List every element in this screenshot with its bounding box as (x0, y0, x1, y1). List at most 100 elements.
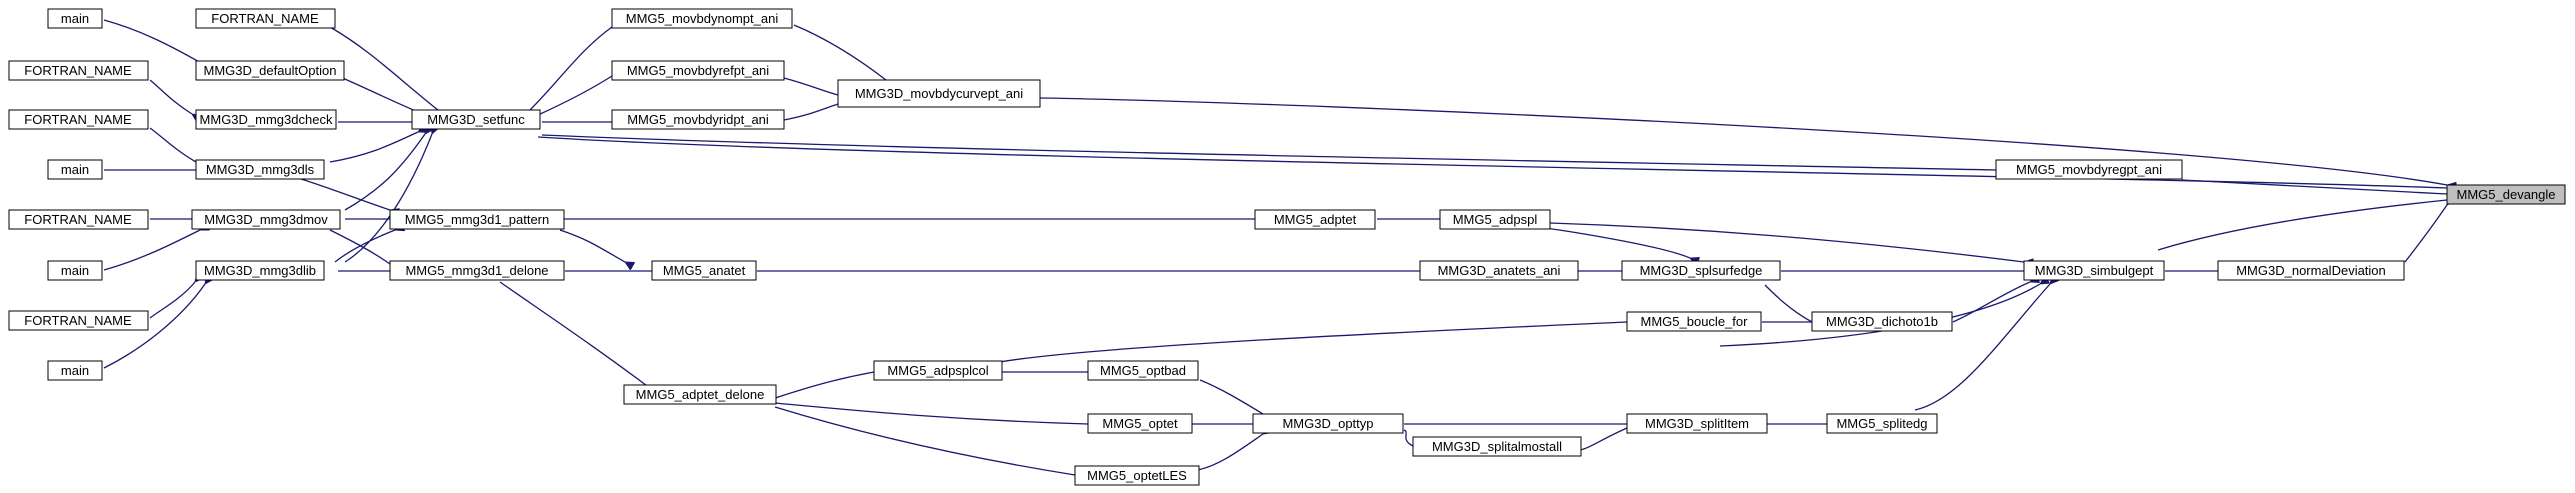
node-splitedg[interactable]: MMG5_splitedg (1826, 413, 1938, 434)
node-main-a[interactable]: main (47, 8, 103, 29)
node-adpspl[interactable]: MMG5_adpspl (1439, 209, 1551, 230)
node-mmg3dls[interactable]: MMG3D_mmg3dls (195, 159, 325, 180)
edge-optbad-opttyp (1199, 379, 1263, 414)
node-dichoto1b[interactable]: MMG3D_dichoto1b (1811, 311, 1953, 332)
svg-text:MMG3D_mmg3dmov: MMG3D_mmg3dmov (204, 212, 328, 227)
node-fortran-b[interactable]: FORTRAN_NAME (8, 60, 149, 81)
node-optetles[interactable]: MMG5_optetLES (1074, 465, 1200, 486)
node-optet[interactable]: MMG5_optet (1087, 413, 1193, 434)
node-fortran-c[interactable]: FORTRAN_NAME (8, 109, 149, 130)
svg-text:MMG3D_splitItem: MMG3D_splitItem (1645, 416, 1749, 431)
node-adptet-delone[interactable]: MMG5_adptet_delone (623, 384, 777, 405)
edge-mmg3dlib-pattern (334, 230, 395, 263)
edge-mmg3dlib-fortran-e (149, 282, 195, 319)
svg-text:main: main (61, 162, 89, 177)
edge-splitalmostall-splititem (1579, 428, 1627, 451)
edge-setfunc-mmg3dls (329, 132, 418, 163)
node-adpsplcol[interactable]: MMG5_adpsplcol (873, 360, 1003, 381)
node-main-c[interactable]: main (47, 260, 103, 281)
edge-movbdyregpt-setfunc (541, 134, 1996, 170)
node-simbulgept[interactable]: MMG3D_simbulgept (2023, 260, 2165, 281)
edge-mmg3dmov-main-c (103, 230, 200, 271)
svg-text:MMG5_movbdynompt_ani: MMG5_movbdynompt_ani (626, 11, 779, 26)
node-splitalmostall[interactable]: MMG3D_splitalmostall (1412, 436, 1582, 457)
node-adptet[interactable]: MMG5_adptet (1254, 209, 1376, 230)
node-setfunc[interactable]: MMG3D_setfunc (411, 109, 541, 130)
edge-normaldev-devangle (2404, 205, 2447, 263)
edge-movbdycurvept-movbdynompt (793, 24, 886, 80)
svg-text:MMG3D_mmg3dcheck: MMG3D_mmg3dcheck (200, 112, 333, 127)
edge-adptetdelone-optetles (774, 406, 1075, 475)
node-movbdyrefpt[interactable]: MMG5_movbdyrefpt_ani (611, 60, 785, 81)
svg-text:FORTRAN_NAME: FORTRAN_NAME (24, 112, 132, 127)
svg-text:MMG5_movbdyrefpt_ani: MMG5_movbdyrefpt_ani (627, 63, 769, 78)
svg-text:MMG3D_splitalmostall: MMG3D_splitalmostall (1432, 439, 1562, 454)
svg-text:FORTRAN_NAME: FORTRAN_NAME (24, 313, 132, 328)
edge-movbdycurvept-devangle (1039, 97, 2447, 185)
svg-text:main: main (61, 11, 89, 26)
edge-setfunc-mmg3dmov (344, 134, 425, 211)
node-fortran-top[interactable]: FORTRAN_NAME (195, 8, 336, 29)
svg-text:MMG3D_anatets_ani: MMG3D_anatets_ani (1438, 263, 1561, 278)
node-normal-deviation[interactable]: MMG3D_normalDeviation (2217, 260, 2405, 281)
node-anatets-ani[interactable]: MMG3D_anatets_ani (1419, 260, 1579, 281)
edge-defaultoption-main-a (103, 19, 208, 67)
node-main-d[interactable]: main (47, 360, 103, 381)
node-mmg3dlib[interactable]: MMG3D_mmg3dlib (195, 260, 325, 281)
node-delone[interactable]: MMG5_mmg3d1_delone (389, 260, 565, 281)
svg-text:MMG3D_mmg3dlib: MMG3D_mmg3dlib (204, 263, 316, 278)
nodes: main FORTRAN_NAME FORTRAN_NAME main FORT… (8, 8, 2566, 486)
node-anatet[interactable]: MMG5_anatet (651, 260, 757, 281)
node-splsurfedge[interactable]: MMG3D_splsurfedge (1621, 260, 1781, 281)
svg-text:MMG3D_mmg3dls: MMG3D_mmg3dls (206, 162, 315, 177)
svg-text:MMG5_optet: MMG5_optet (1102, 416, 1178, 431)
svg-text:FORTRAN_NAME: FORTRAN_NAME (211, 11, 319, 26)
svg-text:main: main (61, 263, 89, 278)
svg-text:MMG3D_splsurfedge: MMG3D_splsurfedge (1640, 263, 1763, 278)
node-movbdynompt[interactable]: MMG5_movbdynompt_ani (611, 8, 793, 29)
svg-text:MMG3D_simbulgept: MMG3D_simbulgept (2035, 263, 2154, 278)
node-opttyp[interactable]: MMG3D_opttyp (1252, 413, 1404, 434)
edge-adptetdelone-adpsplcol (774, 372, 874, 399)
svg-text:MMG5_adptet: MMG5_adptet (1274, 212, 1357, 227)
node-default-option[interactable]: MMG3D_defaultOption (195, 60, 345, 81)
svg-text:MMG3D_movbdycurvept_ani: MMG3D_movbdycurvept_ani (855, 86, 1023, 101)
edge-setfunc-movbdyrefpt (537, 76, 612, 116)
edge-pattern-anatet (559, 229, 625, 262)
edge-adpspl-simbulgept (1549, 222, 2024, 262)
edge-splsurfedge-dichoto1b (1764, 284, 1812, 322)
edge-setfunc-mmg3dlib (344, 134, 432, 263)
node-optbad[interactable]: MMG5_optbad (1087, 360, 1199, 381)
svg-text:FORTRAN_NAME: FORTRAN_NAME (24, 212, 132, 227)
node-boucle-for[interactable]: MMG5_boucle_for (1626, 311, 1762, 332)
svg-text:MMG5_splitedg: MMG5_splitedg (1836, 416, 1927, 431)
svg-text:MMG5_adpspl: MMG5_adpspl (1453, 212, 1538, 227)
node-mmg3dcheck[interactable]: MMG3D_mmg3dcheck (195, 109, 337, 130)
svg-text:FORTRAN_NAME: FORTRAN_NAME (24, 63, 132, 78)
node-fortran-e[interactable]: FORTRAN_NAME (8, 310, 149, 331)
svg-text:MMG5_optetLES: MMG5_optetLES (1087, 468, 1187, 483)
node-pattern[interactable]: MMG5_mmg3d1_pattern (389, 209, 565, 230)
edges (103, 19, 2447, 475)
svg-text:MMG3D_normalDeviation: MMG3D_normalDeviation (2236, 263, 2386, 278)
edge-opttyp-splitalmostall (1403, 429, 1413, 446)
edge-mmg3dls-fortran-c (149, 127, 196, 162)
svg-text:MMG3D_setfunc: MMG3D_setfunc (427, 112, 525, 127)
edge-setfunc-defaultoption (337, 75, 418, 112)
edge-setfunc-fortran-top (329, 26, 438, 110)
svg-text:MMG5_mmg3d1_delone: MMG5_mmg3d1_delone (405, 263, 548, 278)
edge-movbdyregpt-devangle (2181, 179, 2447, 194)
node-movbdyregpt[interactable]: MMG5_movbdyregpt_ani (1995, 159, 2183, 180)
svg-text:main: main (61, 363, 89, 378)
node-mmg3dmov[interactable]: MMG3D_mmg3dmov (191, 209, 341, 230)
node-main-b[interactable]: main (47, 159, 103, 180)
node-movbdyridpt[interactable]: MMG5_movbdyridpt_ani (611, 109, 785, 130)
node-fortran-d[interactable]: FORTRAN_NAME (8, 209, 149, 230)
node-movbdycurvept[interactable]: MMG3D_movbdycurvept_ani (837, 79, 1041, 108)
edge-movbdycurvept-movbdyridpt (783, 104, 838, 121)
edge-splitedg-simbulgept (1914, 284, 2050, 411)
node-splititem[interactable]: MMG3D_splitItem (1626, 413, 1768, 434)
svg-text:MMG5_optbad: MMG5_optbad (1100, 363, 1186, 378)
node-devangle[interactable]: MMG5_devangle (2446, 184, 2566, 205)
